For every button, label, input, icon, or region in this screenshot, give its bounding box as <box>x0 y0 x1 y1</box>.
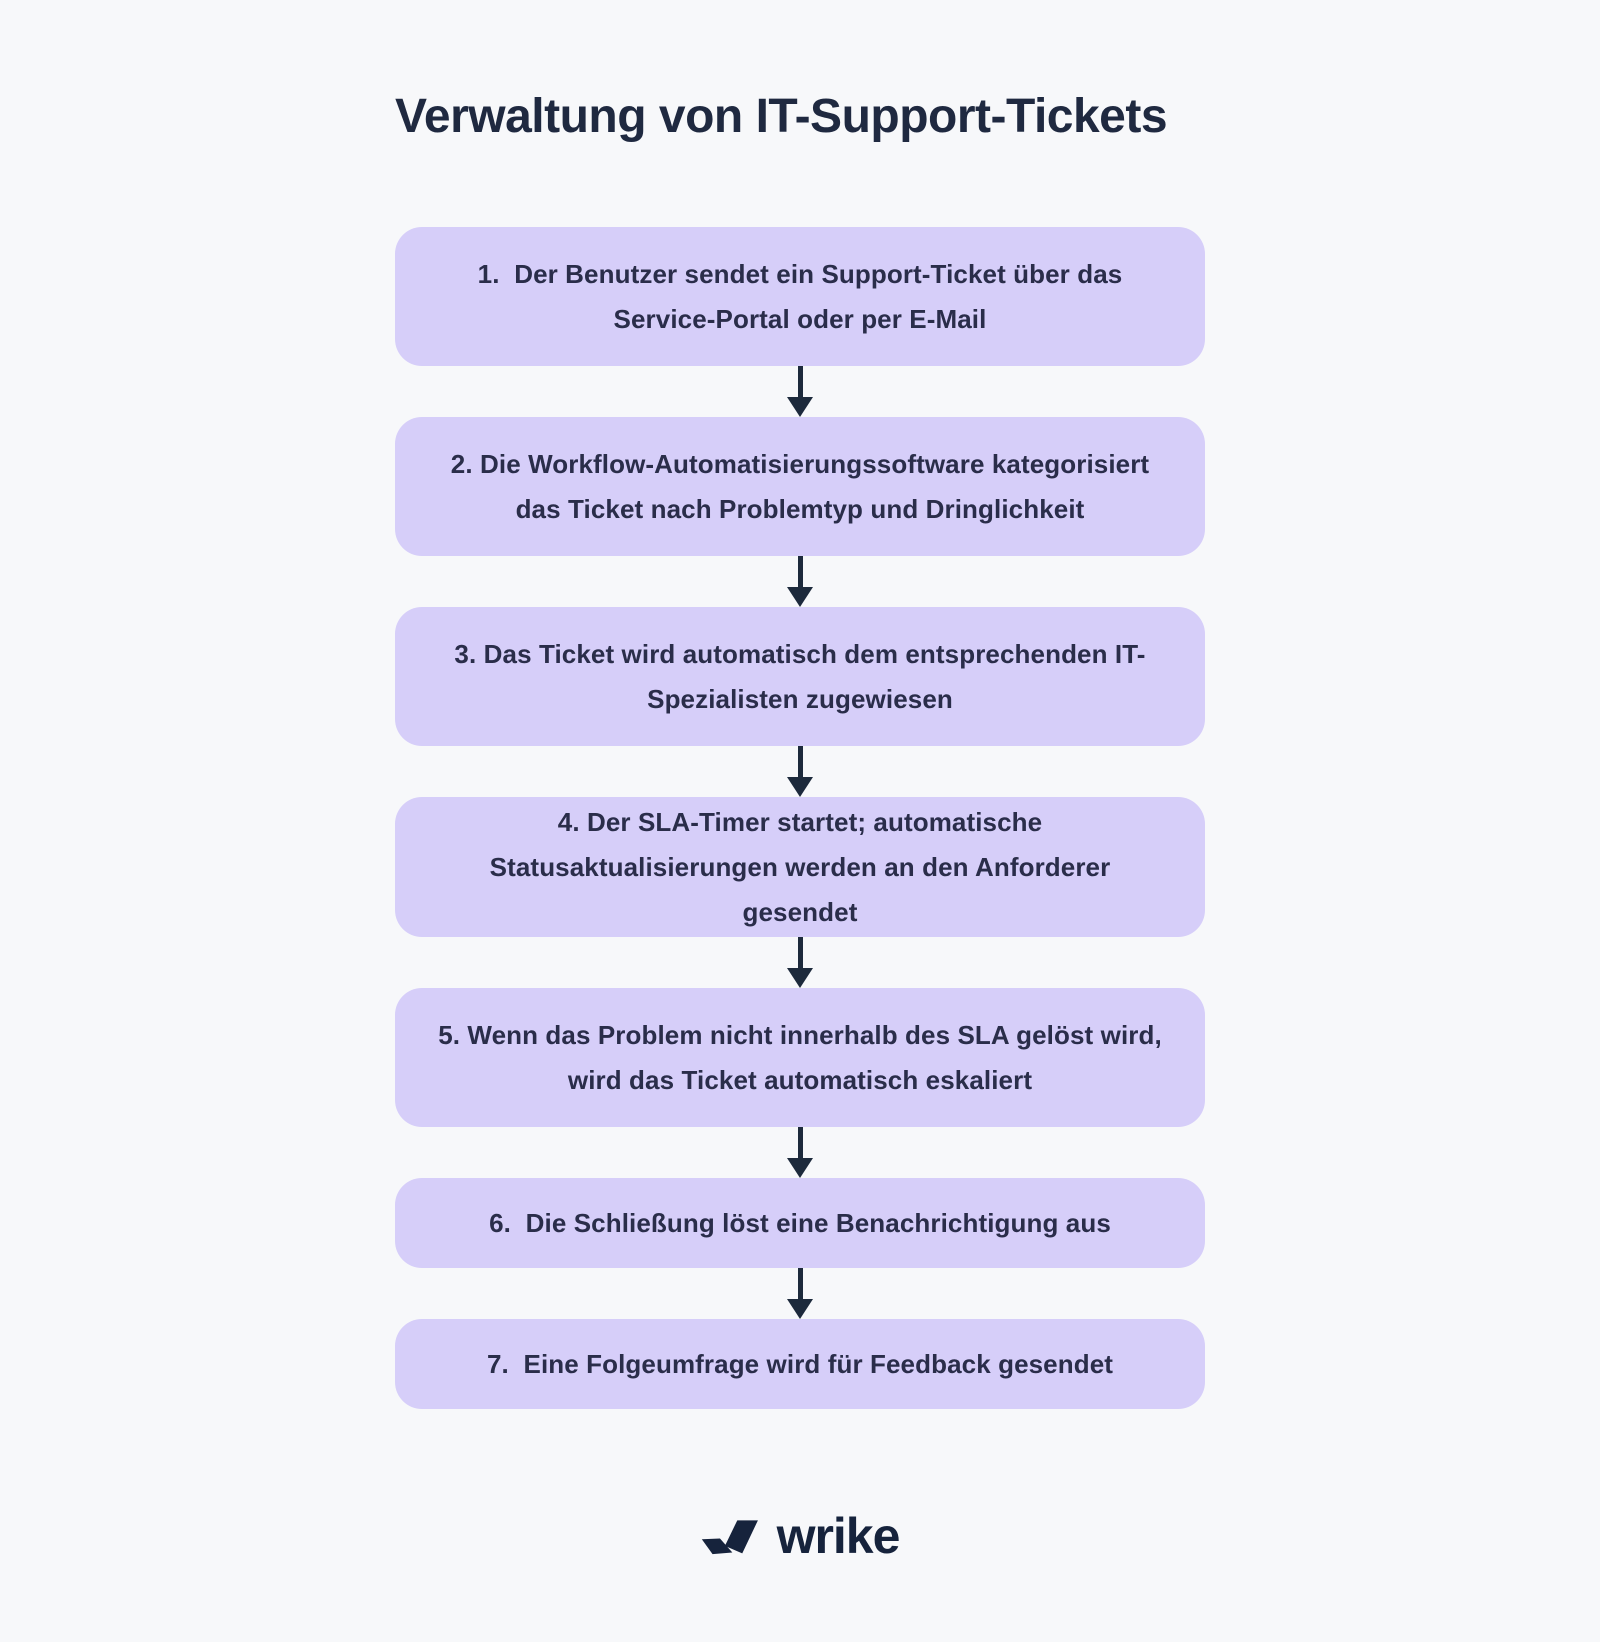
arrow-down-icon <box>787 937 813 988</box>
arrow-down-icon <box>787 556 813 607</box>
arrow-stem <box>797 1127 803 1158</box>
flow-step-7: 7. Eine Folgeumfrage wird für Feedback g… <box>395 1319 1205 1409</box>
wrike-wordmark: wrike <box>776 1508 901 1564</box>
arrow-stem <box>797 937 803 968</box>
flow-step-text: 3. Das Ticket wird automatisch dem entsp… <box>454 638 1146 714</box>
arrow-stem <box>797 1268 803 1299</box>
flowchart: 1. Der Benutzer sendet ein Support-Ticke… <box>395 227 1205 1409</box>
arrow-head <box>787 777 813 797</box>
arrow-head <box>787 1158 813 1178</box>
page-title: Verwaltung von IT-Support-Tickets <box>395 90 1168 143</box>
arrow-head <box>787 587 813 607</box>
arrow-stem <box>797 556 803 587</box>
arrow-stem <box>797 366 803 397</box>
flow-step-5: 5. Wenn das Problem nicht innerhalb des … <box>395 988 1205 1127</box>
flow-step-text: 7. Eine Folgeumfrage wird für Feedback g… <box>486 1348 1114 1379</box>
flow-step-1: 1. Der Benutzer sendet ein Support-Ticke… <box>395 227 1205 366</box>
flow-step-text: 1. Der Benutzer sendet ein Support-Ticke… <box>477 258 1123 334</box>
arrow-head <box>787 1299 813 1319</box>
arrow-head <box>787 397 813 417</box>
flow-step-3: 3. Das Ticket wird automatisch dem entsp… <box>395 607 1205 746</box>
arrow-stem <box>797 746 803 777</box>
wrike-double-check-icon <box>701 1520 758 1555</box>
arrow-down-icon <box>787 366 813 417</box>
flow-step-text: 6. Die Schließung löst eine Benachrichti… <box>489 1207 1111 1238</box>
flow-step-text: 5. Wenn das Problem nicht innerhalb des … <box>438 1019 1162 1095</box>
content-column: Verwaltung von IT-Support-Tickets 1. Der… <box>395 0 1205 1565</box>
flow-step-2: 2. Die Workflow-Automatisierungssoftware… <box>395 417 1205 556</box>
flow-step-4: 4. Der SLA-Timer startet; automatische S… <box>395 797 1205 937</box>
flow-step-6: 6. Die Schließung löst eine Benachrichti… <box>395 1178 1205 1268</box>
arrow-down-icon <box>787 1127 813 1178</box>
arrow-down-icon <box>787 746 813 797</box>
flow-step-text: 4. Der SLA-Timer startet; automatische S… <box>489 806 1111 927</box>
wrike-logo: wrike <box>395 1507 1205 1565</box>
arrow-head <box>787 968 813 988</box>
flow-step-text: 2. Die Workflow-Automatisierungssoftware… <box>450 448 1150 524</box>
arrow-down-icon <box>787 1268 813 1319</box>
